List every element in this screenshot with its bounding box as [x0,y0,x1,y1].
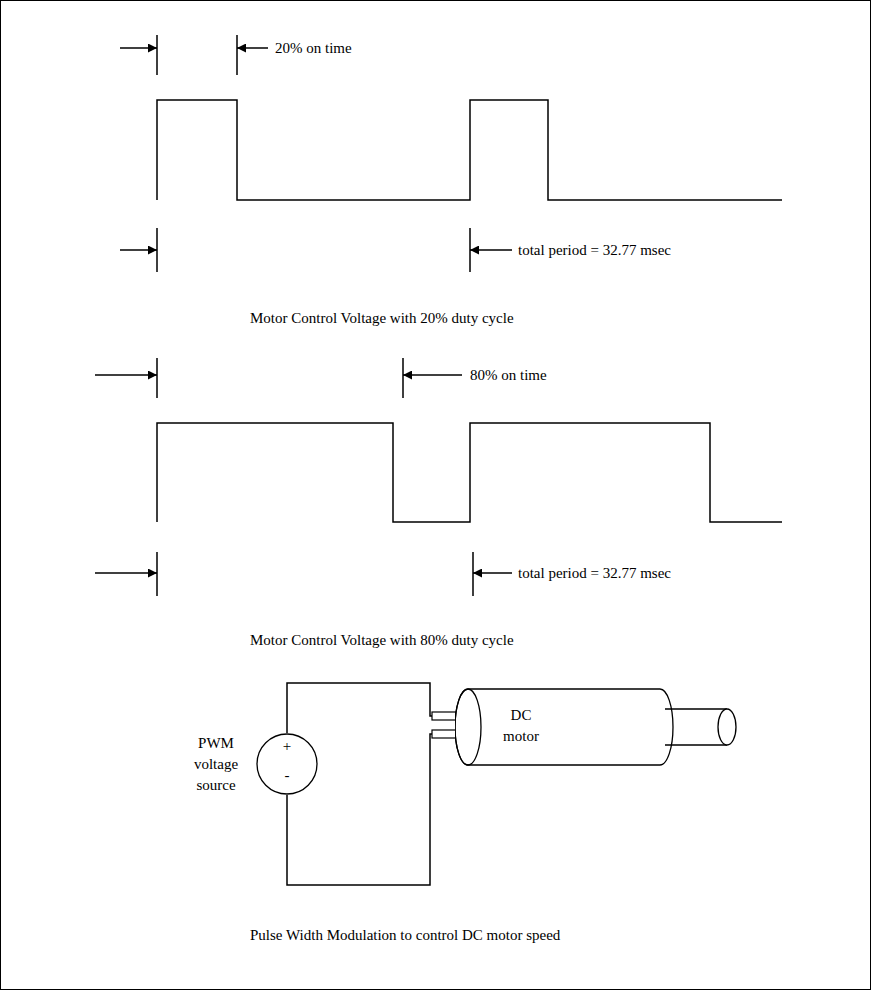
dc-motor: DC motor [455,687,745,767]
shaft-end [718,709,736,745]
tick-lines [157,35,470,272]
waveform-caption: Motor Control Voltage with 20% duty cycl… [250,309,514,327]
wire [287,683,455,733]
motor-drawing [455,687,745,767]
dimension-arrow [470,249,512,251]
source-outline [257,734,317,794]
annotation-label: 20% on time [275,39,352,57]
dimension-arrow [120,47,157,49]
motor-terminal [432,712,456,720]
dimension-arrow [473,572,512,574]
dimension-arrow [403,374,462,376]
dimension-arrow [237,47,268,49]
motor-end [455,689,481,765]
annotation-label: total period = 32.77 msec [518,241,671,259]
motor-terminal [432,730,456,738]
dimension-arrow [95,374,157,376]
annotation-label: 80% on time [470,366,547,384]
figure-caption: Pulse Width Modulation to control DC mot… [250,926,560,944]
pwm-waveform-80 [157,423,782,522]
motor-body [455,689,673,765]
pwm-waveform-20 [157,100,782,200]
polarity-mark: + [277,736,297,757]
tick-lines [157,358,473,596]
motor-label: DC motor [495,705,547,747]
dimension-arrow [120,249,157,251]
dimension-arrow [95,572,157,574]
polarity-mark: - [277,765,297,786]
voltage-source: PWM voltage source + - [185,728,320,800]
source-label: PWM voltage source [185,733,247,796]
waveform-caption: Motor Control Voltage with 80% duty cycl… [250,631,514,649]
annotation-label: total period = 32.77 msec [518,564,671,582]
